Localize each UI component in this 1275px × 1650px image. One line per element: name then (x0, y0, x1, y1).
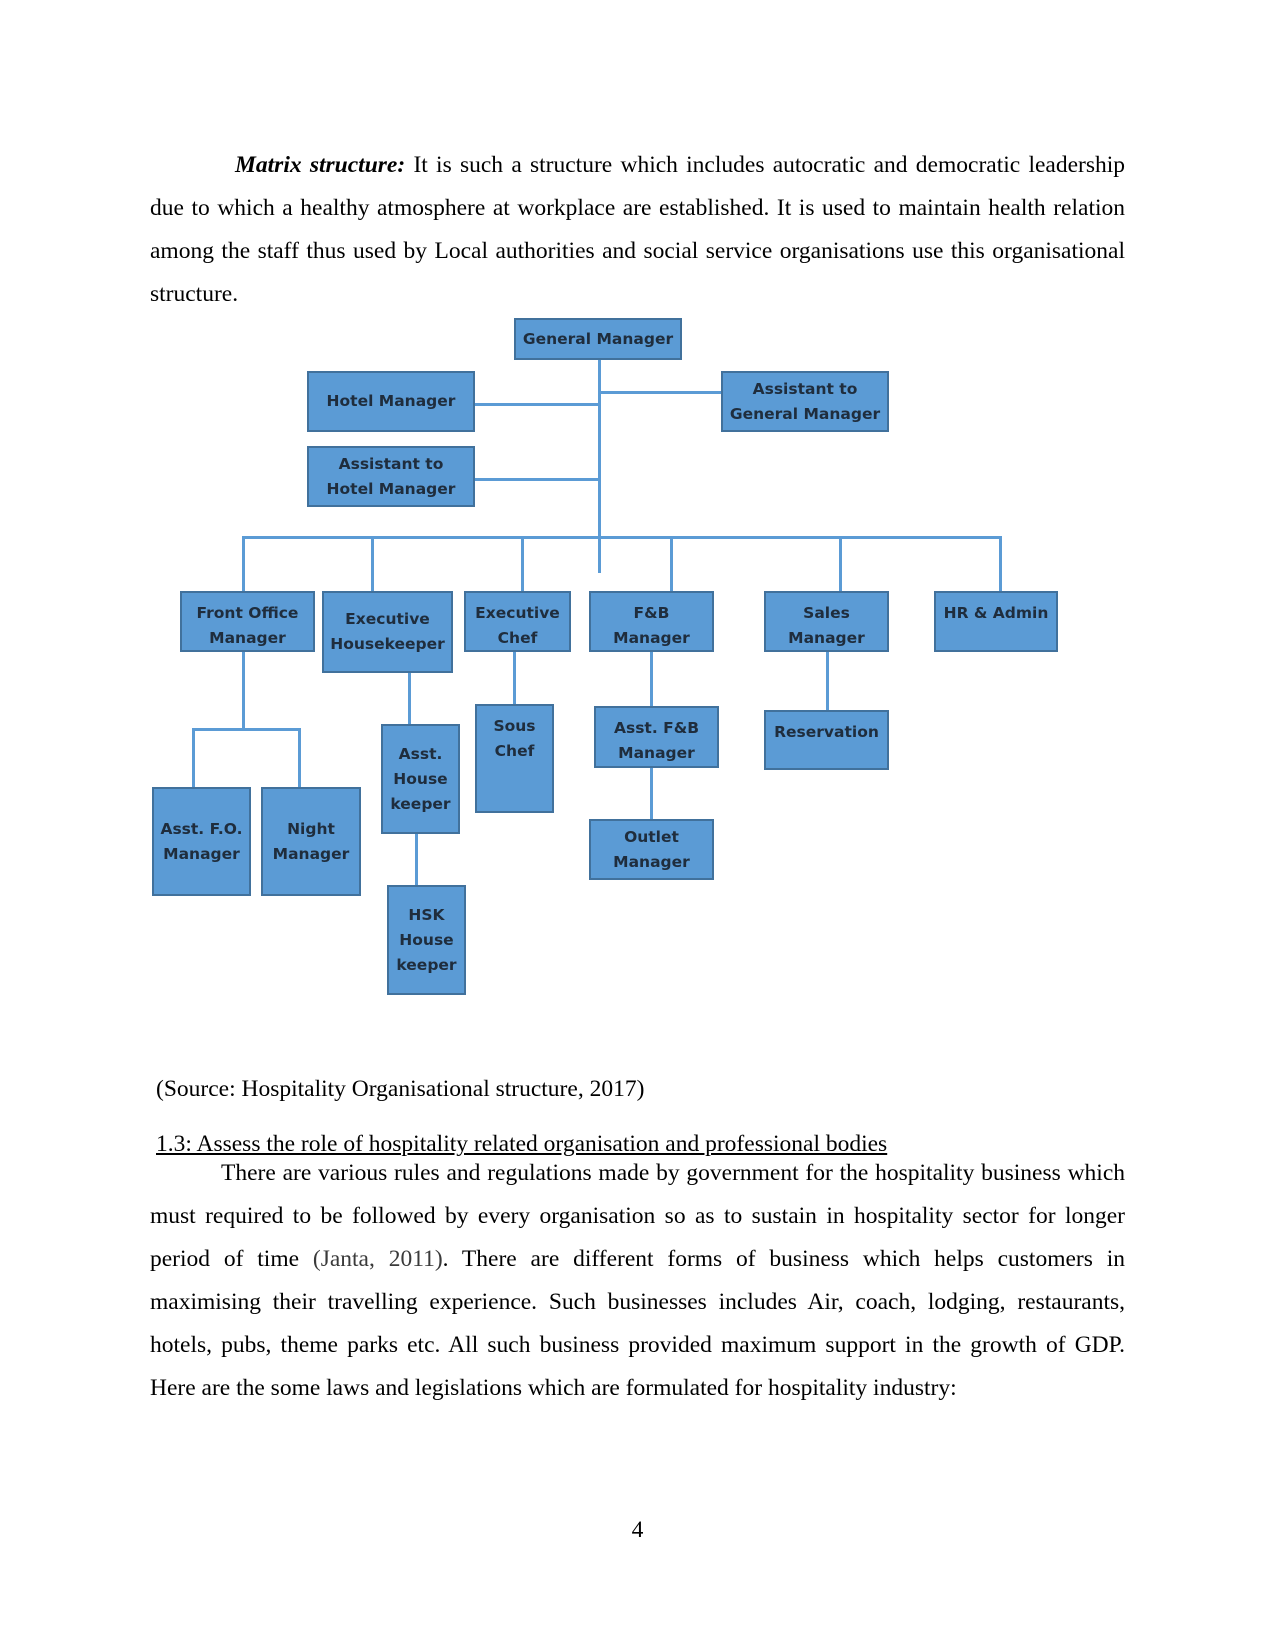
hotel-manager-box: Hotel Manager (307, 371, 475, 432)
executive-housekeeper-box: Executive Housekeeper (322, 591, 453, 673)
executive-chef-box: Executive Chef (464, 591, 571, 652)
fb-manager-box: F&B Manager (589, 591, 714, 652)
connector-line (521, 536, 524, 591)
connector-line (242, 536, 1002, 539)
connector-line (650, 651, 653, 706)
connector-line (415, 834, 418, 886)
asst-housekeeper-box: Asst. House keeper (381, 724, 460, 834)
connector-line (999, 536, 1002, 591)
connector-line (670, 536, 673, 591)
assistant-gm-box: Assistant to General Manager (721, 371, 889, 432)
section-paragraph: There are various rules and regulations … (150, 1152, 1125, 1410)
night-manager-box: Night Manager (261, 787, 361, 896)
intro-text: It is such a structure which includes au… (150, 152, 1126, 307)
connector-line (371, 536, 374, 591)
intro-paragraph: Matrix structure: It is such a structure… (150, 144, 1125, 316)
asst-fb-manager-box: Asst. F&B Manager (594, 706, 719, 768)
reservation-box: Reservation (764, 710, 889, 770)
connector-line (598, 391, 722, 394)
section-text-part-1: There are various rules and regulations … (150, 1160, 1125, 1272)
connector-line (242, 536, 245, 591)
org-chart: General Manager Hotel Manager Assistant … (150, 318, 1125, 1055)
connector-line (475, 478, 599, 481)
citation: (Janta, 2011) (312, 1246, 443, 1272)
general-manager-box: General Manager (514, 318, 682, 360)
front-office-manager-box: Front Office Manager (180, 591, 315, 652)
hsk-housekeeper-box: HSK House keeper (387, 885, 466, 995)
sous-chef-box: Sous Chef (475, 704, 554, 813)
connector-line (839, 536, 842, 591)
connector-line (650, 767, 653, 820)
outlet-manager-box: Outlet Manager (589, 819, 714, 880)
hr-admin-box: HR & Admin (934, 591, 1058, 652)
section-heading: 1.3: Assess the role of hospitality rela… (156, 1131, 888, 1157)
connector-line (513, 651, 516, 704)
connector-line (192, 728, 301, 731)
chart-source-caption: (Source: Hospitality Organisational stru… (156, 1076, 645, 1102)
connector-line (475, 403, 599, 406)
asst-fo-manager-box: Asst. F.O. Manager (152, 787, 251, 896)
section-text-part-2: . There are different forms of business … (150, 1246, 1125, 1401)
connector-line (298, 728, 301, 788)
connector-line (242, 651, 245, 730)
connector-line (598, 358, 601, 573)
matrix-structure-term: Matrix structure: (235, 152, 406, 178)
connector-line (192, 728, 195, 788)
assistant-hm-box: Assistant to Hotel Manager (307, 446, 475, 507)
connector-line (408, 672, 411, 724)
connector-line (826, 651, 829, 710)
page-number: 4 (631, 1517, 644, 1543)
sales-manager-box: Sales Manager (764, 591, 889, 652)
